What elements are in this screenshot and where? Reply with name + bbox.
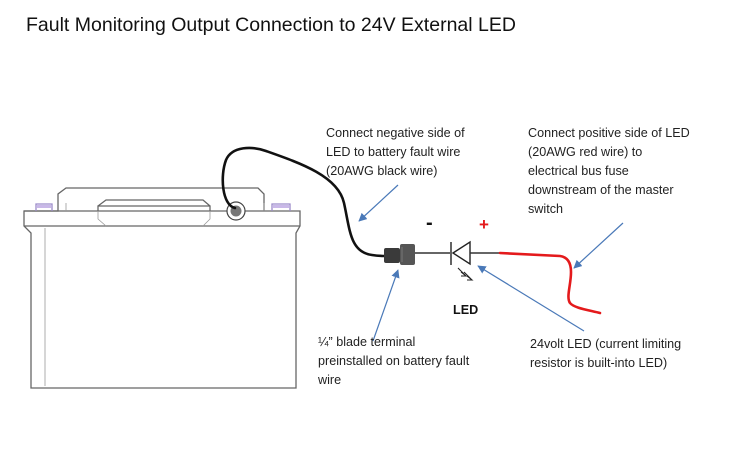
positive-polarity-label: + <box>479 215 489 234</box>
arrow-negative-side <box>358 184 399 222</box>
blade-terminal <box>384 244 415 265</box>
led-description-annotation: 24volt LED (current limiting resistor is… <box>530 337 682 370</box>
battery <box>23 187 301 389</box>
battery-terminal-pos <box>271 203 291 211</box>
battery-terminal-neg <box>35 203 53 211</box>
battery-handle <box>97 199 211 211</box>
negative-polarity-label: - <box>426 212 433 234</box>
black-fault-wire <box>221 146 388 258</box>
red-positive-wire <box>498 251 602 315</box>
battery-body <box>23 210 301 389</box>
negative-side-annotation: Connect negative side of LED to battery … <box>326 126 465 178</box>
arrow-blade-terminal <box>372 269 400 342</box>
led-label: LED <box>453 303 479 317</box>
arrow-positive-side <box>573 222 624 269</box>
led-symbol <box>450 240 474 281</box>
page-title: Fault Monitoring Output Connection to 24… <box>26 14 516 36</box>
arrow-led <box>477 265 585 332</box>
battery-lid <box>24 187 265 212</box>
blade-terminal-annotation: ¼” blade terminal preinstalled on batter… <box>318 335 470 387</box>
positive-side-annotation: Connect positive side of LED (20AWG red … <box>528 126 690 216</box>
